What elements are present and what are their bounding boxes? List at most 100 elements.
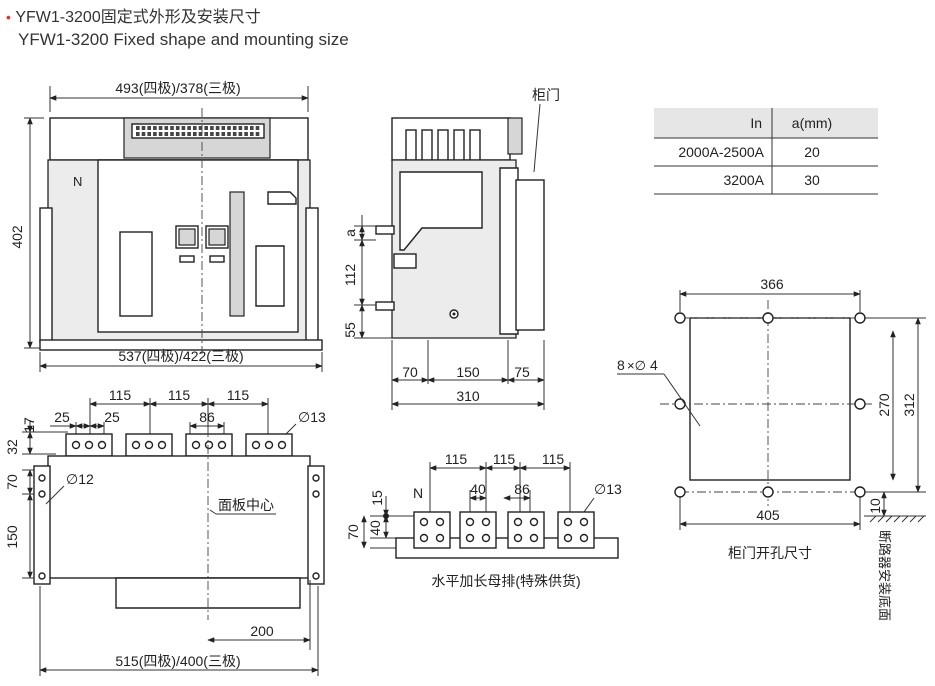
cutout-dim-405: 405: [756, 507, 780, 523]
terminal-pin: [164, 132, 169, 136]
table-cell-r1c2: 20: [804, 144, 820, 160]
terminal-pin: [175, 126, 180, 130]
terminal-pin: [164, 126, 169, 130]
table-header-a: a(mm): [792, 115, 832, 131]
busbar-dim-115-a: 115: [445, 451, 468, 467]
table-cell-r2c2: 30: [804, 172, 820, 188]
top-dim-115-c: 115: [227, 387, 250, 403]
top-dim-150: 150: [4, 525, 20, 549]
busbar-dim-40-top: 40: [470, 481, 486, 497]
busbar-bolt-holes: [419, 517, 589, 543]
terminal-pin: [250, 126, 254, 130]
cutout-hole-size: 4: [650, 357, 658, 373]
top-dim-25-a: 25: [54, 409, 70, 425]
terminal-pin: [204, 126, 208, 130]
terminal-pin: [193, 126, 197, 130]
side-dim-112: 112: [342, 264, 358, 287]
terminal-pin: [136, 132, 140, 136]
title-en: YFW1-3200 Fixed shape and mounting size: [18, 30, 349, 49]
top-dim-115-b: 115: [168, 387, 191, 403]
cutout-holes-count: 8: [617, 357, 625, 373]
terminal-pin: [158, 132, 163, 136]
side-dim-55: 55: [342, 322, 358, 338]
side-dim-70: 70: [402, 364, 418, 380]
top-dim-200: 200: [250, 623, 274, 639]
terminal-pin: [153, 126, 157, 130]
top-dim-25-b: 25: [104, 409, 120, 425]
terminal-pin: [210, 132, 214, 136]
side-dim-a: a: [342, 229, 358, 237]
terminal-pin: [244, 126, 248, 130]
terminal-pin: [181, 132, 186, 136]
top-dim-70: 70: [4, 474, 20, 490]
terminal-pin: [181, 126, 186, 130]
rating-table: In a(mm) 2000A-2500A 20 3200A 30: [654, 108, 878, 195]
top-dim-13: ∅13: [298, 409, 326, 425]
header: • YFW1-3200固定式外形及安装尺寸 YFW1-3200 Fixed sh…: [6, 6, 349, 51]
busbar-dim-115-c: 115: [542, 451, 565, 467]
busbar-dim-15: 15: [369, 490, 385, 506]
table-header-in: In: [750, 115, 762, 131]
cutout-dim-270: 270: [876, 393, 892, 417]
terminal-pin: [187, 132, 191, 136]
terminal-pin: [227, 132, 231, 136]
title-cn-line: • YFW1-3200固定式外形及安装尺寸: [6, 6, 349, 29]
top-center-label: 面板中心: [218, 497, 274, 513]
terminal-pin: [238, 126, 243, 130]
side-door-label: 柜门: [532, 87, 560, 103]
terminal-pin: [187, 126, 191, 130]
busbar-dim-40-side: 40: [367, 520, 383, 536]
terminal-pin: [158, 126, 163, 130]
busbar-dim-70: 70: [345, 524, 361, 540]
terminal-pin: [215, 126, 220, 130]
top-dim-32: 32: [4, 439, 20, 455]
terminal-pin: [147, 132, 151, 136]
busbar-dim-86: 86: [514, 481, 530, 497]
terminal-pin: [141, 132, 146, 136]
busbar-pole-label: N: [413, 485, 423, 501]
terminal-pin: [153, 132, 157, 136]
top-dim-86: 86: [199, 409, 215, 425]
cutout-dim-10: 10: [867, 498, 883, 514]
busbar-holes: [71, 440, 287, 450]
side-dim-310: 310: [456, 388, 480, 404]
terminal-pin: [221, 132, 226, 136]
terminal-pin: [147, 126, 151, 130]
cutout-mount-surface: 断路器安装底面: [877, 530, 892, 621]
bullet-icon: •: [6, 9, 11, 25]
front-dim-bottom: 537(四极)/422(三极): [118, 348, 243, 364]
top-dim-17: 17: [21, 417, 37, 433]
terminal-pin: [244, 132, 248, 136]
terminal-pin: [215, 132, 220, 136]
terminal-pin: [198, 132, 203, 136]
terminal-pin: [232, 126, 237, 130]
front-dim-height: 402: [9, 225, 25, 249]
terminal-pin: [227, 126, 231, 130]
terminal-pin: [193, 132, 197, 136]
busbar-caption: 水平加长母排(特殊供货): [431, 573, 580, 589]
terminal-pin: [198, 126, 203, 130]
title-cn: YFW1-3200固定式外形及安装尺寸: [15, 9, 261, 26]
cutout-dim-312: 312: [901, 393, 917, 417]
cutout-dim-366: 366: [760, 276, 784, 292]
terminal-pin: [255, 132, 260, 136]
busbar-dim-13: ∅13: [594, 481, 622, 497]
terminal-pin: [238, 132, 243, 136]
side-dim-75: 75: [514, 364, 530, 380]
terminal-pin: [250, 132, 254, 136]
terminal-pin: [210, 126, 214, 130]
top-dim-12: ∅12: [66, 471, 94, 487]
ground-hatching: [869, 515, 925, 523]
cutout-caption: 柜门开孔尺寸: [728, 545, 812, 561]
side-dim-150: 150: [456, 364, 480, 380]
side-view: 柜门 a 112 55: [342, 87, 560, 410]
terminal-pin: [141, 126, 146, 130]
front-dim-top: 493(四极)/378(三极): [115, 80, 240, 96]
terminal-pin: [255, 126, 260, 130]
terminal-pin: [170, 132, 174, 136]
cutout-view: 366 270 312 8 ×∅ 4 405 10: [617, 276, 926, 621]
front-view: 493(四极)/378(三极) 402 // placeholder - pin…: [9, 80, 323, 372]
terminal-pin: [175, 132, 180, 136]
terminal-pin: [170, 126, 174, 130]
